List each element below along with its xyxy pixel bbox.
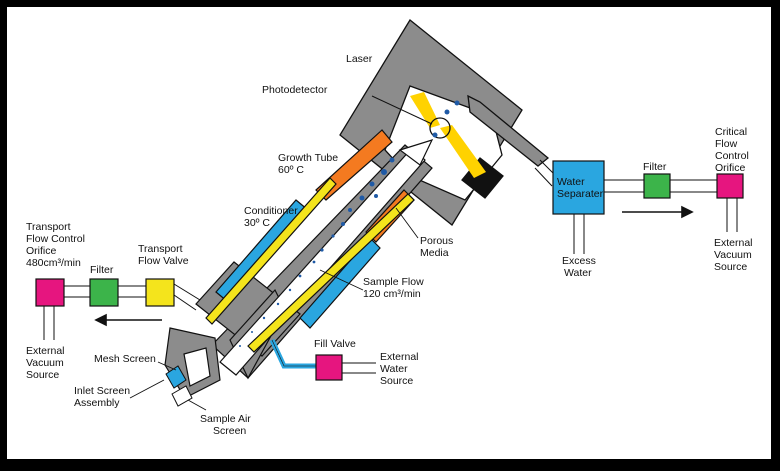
beam-lower — [440, 125, 486, 178]
label-growth-tube: Growth Tube — [278, 152, 338, 164]
label-sample-air-2: Screen — [213, 425, 246, 437]
pipes — [43, 159, 738, 374]
droplet — [312, 260, 316, 264]
droplet — [432, 132, 438, 138]
droplet — [239, 345, 241, 347]
label-ext-vac-r-2: Vacuum — [714, 249, 752, 261]
components — [35, 160, 744, 381]
label-transport-valve-1: Transport — [138, 243, 183, 255]
label-filter-right: Filter — [643, 161, 667, 173]
leader-lines — [129, 207, 419, 411]
droplet — [348, 208, 352, 212]
leader-mesh — [157, 361, 177, 371]
leader-sample-flow — [319, 269, 364, 291]
label-ext-water-2: Water — [380, 363, 408, 375]
label-water-sep-1: Water — [557, 176, 585, 188]
droplet — [298, 274, 302, 278]
inlet-screens — [165, 365, 193, 407]
droplet — [262, 316, 266, 320]
detection-volume — [429, 117, 451, 139]
label-transport-orifice-4: 480cm³/min — [26, 257, 81, 269]
droplet — [276, 302, 280, 306]
droplet — [331, 234, 335, 238]
inlet-throat — [183, 347, 211, 387]
droplet — [454, 100, 460, 106]
label-critical-3: Control — [715, 150, 749, 162]
droplet — [251, 331, 253, 333]
arrow-right-head — [681, 205, 694, 219]
growth-tube-assembly — [164, 129, 434, 399]
label-ext-water-3: Source — [380, 375, 413, 387]
droplet — [444, 109, 450, 115]
wick-left — [205, 177, 337, 325]
leader-inlet — [129, 379, 165, 399]
label-excess-1: Excess — [562, 255, 596, 267]
critical-orifice — [716, 173, 744, 199]
label-mesh-screen: Mesh Screen — [94, 353, 156, 365]
droplet — [359, 195, 365, 201]
label-photodetector: Photodetector — [262, 84, 328, 96]
nozzle — [398, 139, 434, 166]
droplet — [374, 194, 378, 198]
leader-sample-air — [187, 399, 207, 411]
label-critical-4: Orifice — [715, 162, 745, 174]
label-water-sep-2: Separater — [557, 188, 604, 200]
label-ext-water-1: External — [380, 351, 419, 363]
label-fill-valve: Fill Valve — [314, 338, 356, 350]
label-sample-flow: Sample Flow — [363, 276, 424, 288]
fill-valve — [315, 354, 343, 381]
transport-orifice — [35, 278, 65, 307]
water-separator — [552, 160, 605, 215]
droplet — [389, 157, 395, 163]
droplet — [341, 222, 345, 226]
label-filter-left: Filter — [90, 264, 114, 276]
label-excess-2: Water — [564, 267, 592, 279]
photodetector-leader — [371, 95, 433, 125]
label-critical-1: Critical — [715, 126, 747, 138]
label-sample-flow-rate: 120 cm³/min — [363, 288, 421, 300]
wick-right — [247, 193, 415, 353]
label-laser: Laser — [346, 53, 373, 65]
pipe-valve-housing-bot — [173, 294, 197, 311]
droplet — [320, 248, 324, 252]
label-ext-vac-r-3: Source — [714, 261, 747, 273]
label-conditioner: Conditioner — [244, 205, 298, 217]
label-inlet-2: Assembly — [74, 397, 120, 409]
label-growth-tube-temp: 60º C — [278, 164, 304, 176]
label-transport-valve-2: Flow Valve — [138, 255, 189, 267]
leader-porous — [395, 207, 419, 239]
fill-water-line-outline — [271, 339, 316, 367]
label-media: Media — [420, 247, 449, 259]
transport-valve — [145, 278, 175, 307]
label-ext-vac-l-1: External — [26, 345, 65, 357]
label-ext-vac-r-1: External — [714, 237, 753, 249]
droplet — [369, 181, 375, 187]
pipe-valve-housing-top — [173, 283, 201, 301]
label-transport-orifice-1: Transport — [26, 221, 71, 233]
droplet — [288, 288, 292, 292]
pipe-to-separator — [534, 167, 553, 187]
sample-air-screen — [171, 385, 193, 407]
label-transport-orifice-2: Flow Control — [26, 233, 85, 245]
label-porous: Porous — [420, 235, 453, 247]
droplet — [381, 169, 387, 175]
label-ext-vac-l-3: Source — [26, 369, 59, 381]
sample-droplets — [239, 100, 460, 347]
beam-upper — [410, 92, 440, 128]
label-transport-orifice-3: Orifice — [26, 245, 56, 257]
label-inlet-1: Inlet Screen — [74, 385, 130, 397]
label-ext-vac-l-2: Vacuum — [26, 357, 64, 369]
arrow-left-head — [94, 313, 107, 327]
label-sample-air-1: Sample Air — [200, 413, 251, 425]
optics-side-plate — [467, 94, 550, 167]
label-critical-2: Flow — [715, 138, 738, 150]
filter-right — [643, 173, 671, 199]
filter-left — [89, 278, 119, 307]
flow-arrows — [94, 205, 694, 327]
laser-beam — [410, 92, 486, 178]
label-conditioner-temp: 30º C — [244, 217, 270, 229]
